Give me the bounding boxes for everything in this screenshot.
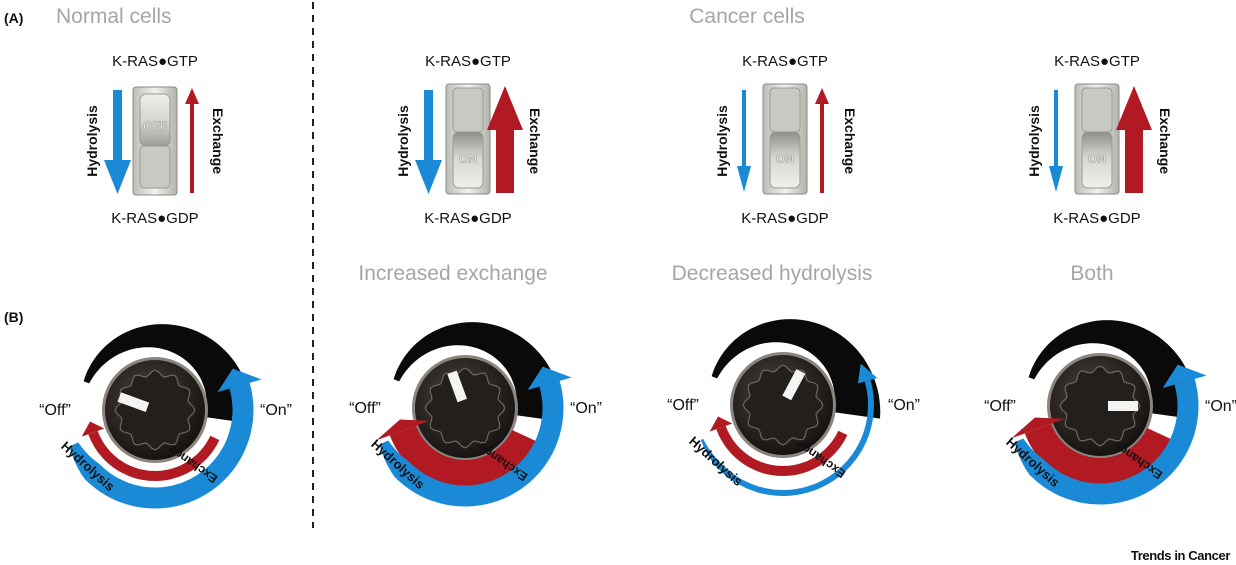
exchange-arc	[1024, 423, 1173, 486]
exchange-arrowhead-icon	[1011, 417, 1065, 439]
meter-arc	[83, 324, 253, 424]
switch-state-text: ON	[776, 152, 794, 166]
off-label: “Off”	[984, 398, 1016, 415]
hydrolysis-arc	[379, 380, 564, 507]
exchange-arrow-icon	[190, 103, 194, 193]
ras-gtp-label: K-RAS●GTP	[112, 53, 198, 70]
subtitle-increased-exchange: Increased exchange	[358, 262, 547, 285]
subtitle-both: Both	[1070, 262, 1113, 285]
exchange-arc	[389, 425, 538, 488]
hydrolysis-label: Hydrolysis	[84, 105, 100, 177]
knob-grip	[114, 369, 196, 451]
hydrolysis-arrowhead-icon	[217, 368, 262, 393]
meter-arc	[1028, 320, 1198, 420]
hydrolysis-label: Hydrolysis	[714, 105, 730, 177]
knob-grip	[424, 367, 506, 449]
switch-toggle	[452, 131, 484, 189]
hydrolysis-label: Hydrolysis	[58, 438, 117, 494]
meter-arc	[711, 319, 881, 419]
knob-indicator	[117, 392, 150, 412]
ras-gdp-label: K-RAS●GDP	[741, 210, 828, 227]
knob-grip	[742, 364, 824, 446]
switch-both: K-RAS●GTP ON Hydrolysis Exchange K-RAS●G…	[1026, 53, 1173, 227]
on-label: “On”	[570, 400, 602, 417]
knob-indicator	[782, 369, 806, 401]
subtitle-decreased-hydrolysis: Decreased hydrolysis	[672, 262, 873, 285]
ras-gtp-label: K-RAS●GTP	[1054, 53, 1140, 70]
on-label: “On”	[1205, 398, 1236, 415]
exchange-arrowhead-icon	[376, 419, 430, 441]
switch-toggle	[1081, 131, 1113, 189]
journal-footer: Trends in Cancer	[1130, 548, 1230, 563]
switch-increased-exchange: K-RAS●GTP ON Hydrolysis Exchange K-RAS●G…	[395, 53, 543, 227]
knob-indicator	[447, 370, 467, 403]
hydrolysis-label: Hydrolysis	[395, 105, 411, 177]
panel-label-a: (A)	[4, 10, 23, 26]
meter-arc	[393, 322, 563, 422]
switch-state-text: OFF	[143, 119, 167, 133]
exchange-arrow-icon	[1125, 128, 1143, 193]
exchange-label: Exchange	[842, 108, 858, 174]
hydrolysis-arrow-icon	[1054, 90, 1058, 168]
hydrolysis-arc	[69, 382, 254, 509]
switch-state-text: ON	[459, 152, 477, 166]
hydrolysis-arrowhead-icon	[857, 363, 878, 384]
exchange-arrow-icon	[820, 103, 824, 193]
ras-gdp-label: K-RAS●GDP	[111, 210, 198, 227]
switch-decreased-hydrolysis: K-RAS●GTP ON Hydrolysis Exchange K-RAS●G…	[714, 53, 858, 227]
hydrolysis-arrowhead-icon	[1162, 364, 1207, 389]
ras-gtp-label: K-RAS●GTP	[742, 53, 828, 70]
knob-grip	[1059, 365, 1141, 447]
hydrolysis-arc	[1014, 378, 1199, 505]
exchange-arc	[716, 425, 848, 476]
switch-state-text: ON	[1088, 152, 1106, 166]
switch-toggle	[769, 131, 801, 189]
ras-gdp-label: K-RAS●GDP	[1053, 210, 1140, 227]
group-title-normal: Normal cells	[56, 5, 172, 28]
hydrolysis-arrow-icon	[113, 90, 122, 162]
exchange-label: Exchange	[210, 108, 226, 174]
figure-canvas: (A) (B) Normal cells Cancer cells Increa…	[4, 2, 1236, 528]
panel-label-b: (B)	[4, 309, 23, 325]
group-title-cancer: Cancer cells	[689, 5, 805, 28]
on-label: “On”	[260, 402, 292, 419]
hydrolysis-arrow-icon	[424, 90, 433, 162]
exchange-arc	[88, 430, 220, 481]
hydrolysis-arrowhead-icon	[527, 366, 572, 391]
off-label: “Off”	[349, 400, 381, 417]
exchange-label: Exchange	[1157, 108, 1173, 174]
on-label: “On”	[888, 397, 920, 414]
off-label: “Off”	[39, 402, 71, 419]
exchange-arrowhead-icon	[81, 421, 105, 437]
off-label: “Off”	[667, 397, 699, 414]
ras-gdp-label: K-RAS●GDP	[424, 210, 511, 227]
hydrolysis-label: Hydrolysis	[1026, 105, 1042, 177]
hydrolysis-arrow-icon	[742, 90, 746, 168]
exchange-arrow-icon	[496, 128, 514, 193]
exchange-arrowhead-icon	[709, 416, 733, 432]
ras-gtp-label: K-RAS●GTP	[425, 53, 511, 70]
switch-normal: K-RAS●GTP OFF Hydrolysis Exchange K-RAS●…	[84, 53, 226, 227]
exchange-label: Exchange	[527, 108, 543, 174]
hydrolysis-label: Hydrolysis	[686, 433, 745, 489]
